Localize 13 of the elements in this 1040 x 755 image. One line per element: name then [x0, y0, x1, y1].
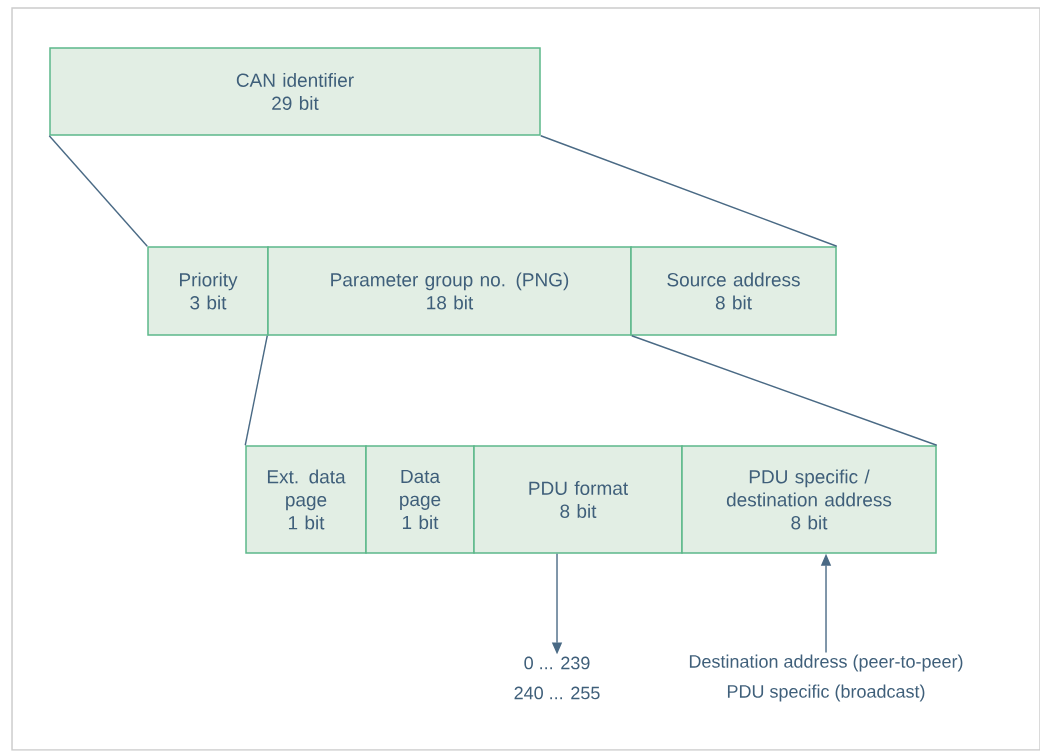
field-box: PDU format 8 bit: [473, 445, 683, 554]
expansion-line: [244, 335, 268, 446]
field-box: PDU specific / destination address 8 bit: [681, 445, 937, 554]
expansion-line: [540, 135, 838, 247]
field-box: Source address 8 bit: [630, 246, 837, 336]
field-box: CAN identifier 29 bit: [49, 47, 541, 136]
field-box: Priority 3 bit: [147, 246, 269, 336]
expansion-line: [631, 335, 938, 446]
field-box: Ext. data page 1 bit: [245, 445, 367, 554]
expansion-line: [48, 135, 148, 247]
field-box: Data page 1 bit: [365, 445, 475, 554]
value-note: Destination address (peer-to-peer) PDU specific (broadcast): [689, 654, 963, 702]
value-note: 0 ... 239 240 ... 255: [514, 656, 600, 700]
